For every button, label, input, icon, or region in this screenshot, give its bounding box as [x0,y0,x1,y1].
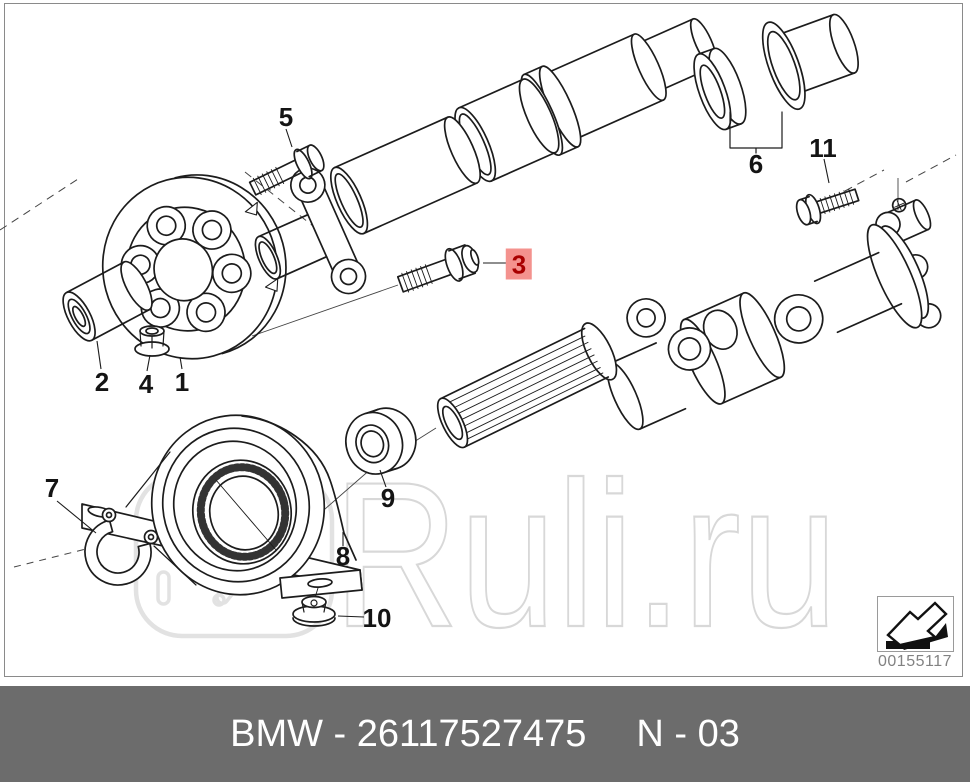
part-callout-6[interactable]: 6 [748,149,764,179]
part6-bracket [729,111,783,154]
part-callout-8[interactable]: 8 [335,541,351,571]
bushing-2 [62,260,153,342]
part-callout-10[interactable]: 10 [362,603,392,633]
part-callout-2[interactable]: 2 [94,367,110,397]
front-shaft [329,17,718,235]
footer-revision-code: N - 03 [636,712,740,755]
direction-arrow-box [877,596,954,652]
direction-arrow-icon [886,601,948,650]
rear-shaft [606,197,942,431]
footer-part-number: BMW - 26117527475 [230,712,587,755]
bearing-9 [345,407,417,475]
part-callout-7[interactable]: 7 [44,473,60,503]
part-callout-4[interactable]: 4 [138,369,154,399]
watermark-text: Ruli.ru [333,439,838,670]
image-number: 00155117 [878,653,952,670]
part-callout-3[interactable]: 3 [505,248,533,280]
flex-disc [101,174,287,360]
splined-shaft [436,322,618,449]
bolt-5 [248,144,325,196]
part6-rings [693,13,859,131]
nut-4 [134,325,170,357]
parts-diagram-illustration: Ruli.ru [0,13,957,671]
part-callout-11[interactable]: 11 [809,133,837,163]
part-callout-9[interactable]: 9 [380,483,396,513]
clip-7 [84,507,159,586]
part-callout-1[interactable]: 1 [174,367,190,397]
leader-lines [56,128,830,618]
bolt-11 [795,188,860,226]
nut-10 [292,595,336,627]
center-bearing-housing [125,414,363,602]
part-callout-5[interactable]: 5 [278,102,294,132]
footer-bar: BMW - 26117527475 N - 03 [0,686,970,782]
bolt-3 [396,244,480,293]
construction-lines [0,154,957,568]
